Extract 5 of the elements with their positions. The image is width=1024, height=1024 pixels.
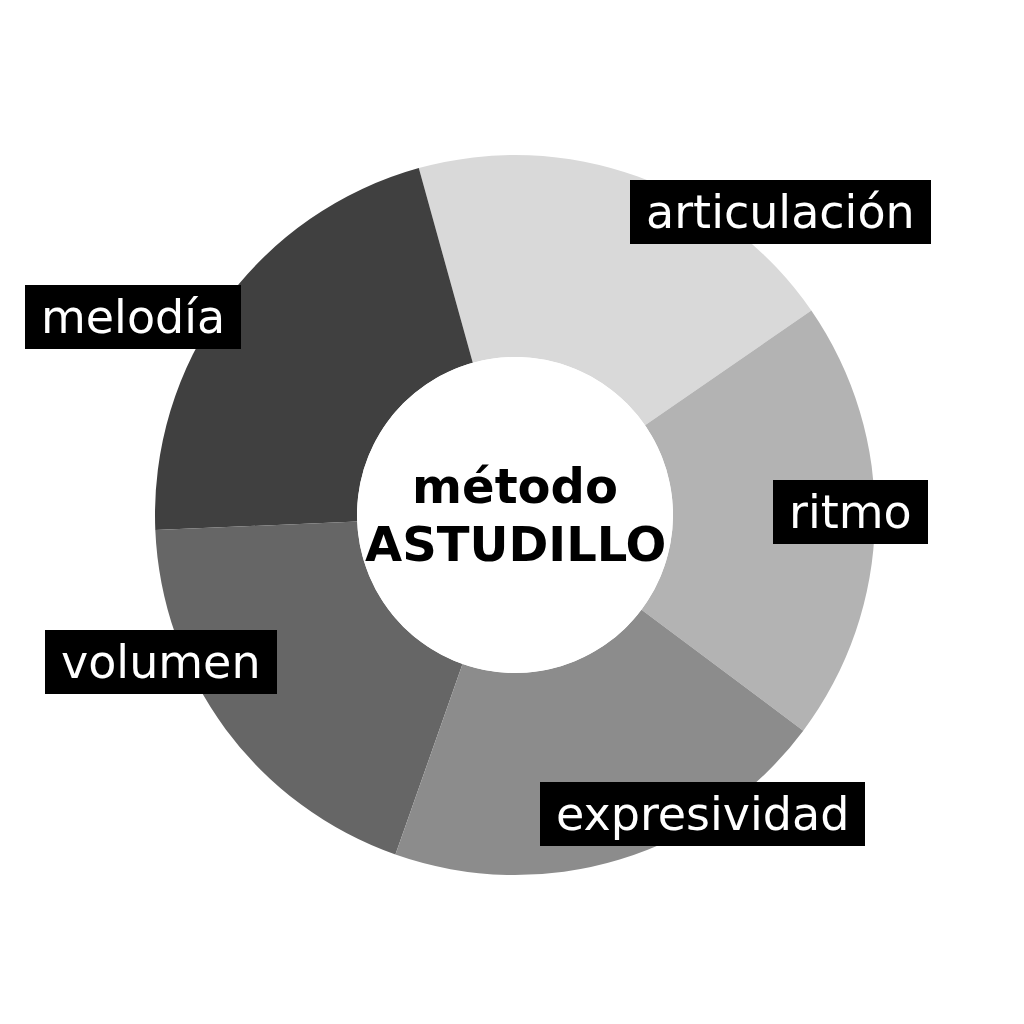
segment-label: ritmo (773, 480, 928, 544)
segment-label: articulación (630, 180, 931, 244)
segment-label: melodía (25, 285, 242, 349)
segment-label: expresividad (540, 782, 866, 846)
segment-label: volumen (45, 630, 277, 694)
